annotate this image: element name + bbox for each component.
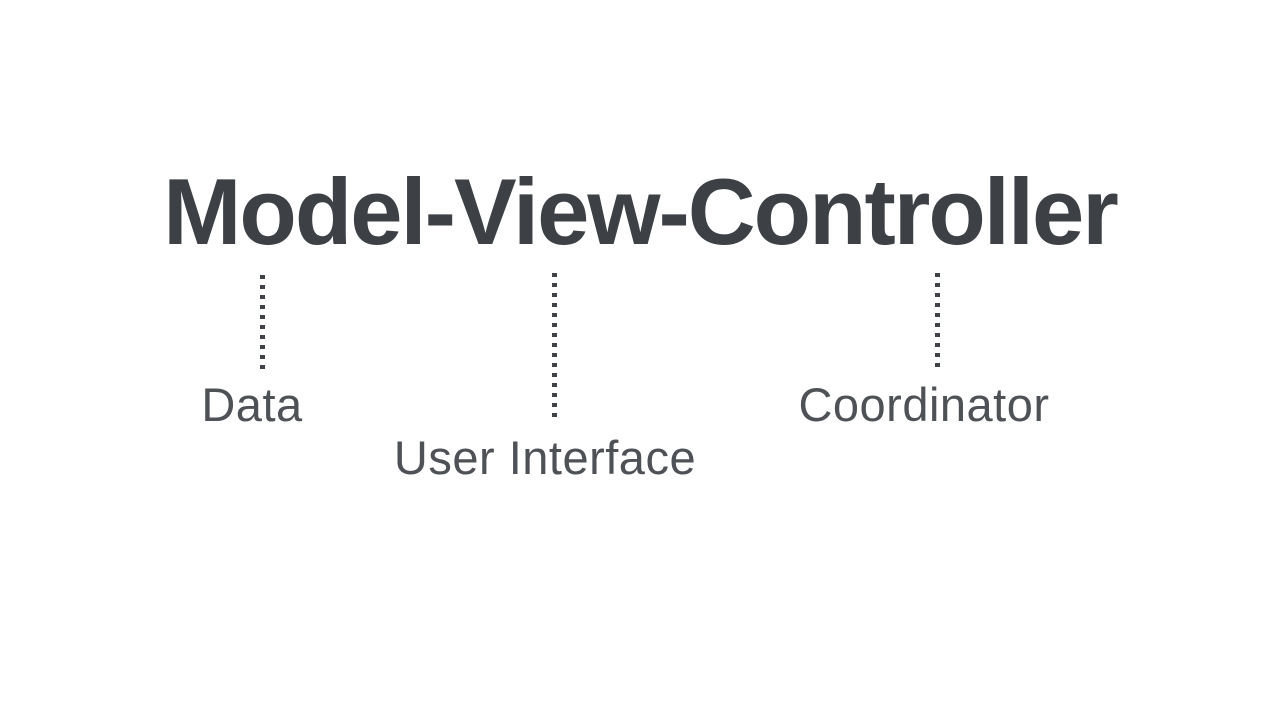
connector-line-model [260, 275, 265, 369]
label-view-user-interface: User Interface [393, 431, 697, 484]
label-model-data: Data [201, 378, 303, 431]
connector-line-view [552, 273, 557, 418]
mvc-title: Model-View-Controller [163, 159, 1119, 264]
label-controller-coordinator: Coordinator [798, 378, 1050, 431]
connector-line-controller [935, 273, 940, 371]
